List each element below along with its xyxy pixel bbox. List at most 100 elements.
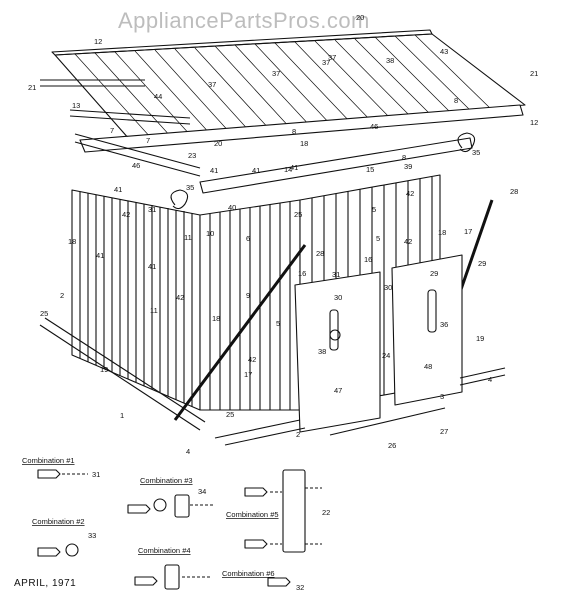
callout-41: 41 [96, 251, 104, 260]
callout-7: 7 [146, 136, 150, 145]
door-right [391, 254, 463, 406]
callout-18: 18 [212, 314, 220, 323]
callout-44: 44 [154, 92, 162, 101]
callout-41: 41 [114, 185, 122, 194]
callout-21: 21 [28, 83, 36, 92]
callout-16: 16 [298, 269, 306, 278]
callout-37: 37 [272, 69, 280, 78]
revision-date: APRIL, 1971 [14, 578, 77, 589]
callout-21: 21 [530, 69, 538, 78]
callout-31: 31 [332, 270, 340, 279]
callout-31: 31 [148, 205, 156, 214]
callout-8: 8 [454, 96, 458, 105]
combination-3-label: Combination #3 [140, 476, 193, 485]
combination-2-label: Combination #2 [32, 517, 85, 526]
callout-29: 29 [478, 259, 486, 268]
callout-41: 41 [252, 166, 260, 175]
callout-4: 4 [186, 447, 190, 456]
callout-37: 37 [328, 53, 336, 62]
callout-37: 37 [208, 80, 216, 89]
callout-26: 26 [388, 441, 396, 450]
combination-1-part: 31 [92, 470, 100, 479]
combination-4-label: Combination #4 [138, 546, 191, 555]
combination-2-part: 33 [88, 531, 96, 540]
callout-13: 13 [72, 101, 80, 110]
top-rails [40, 79, 201, 177]
callout-20: 20 [356, 13, 364, 22]
callout-41: 41 [290, 163, 298, 172]
callout-41: 41 [148, 262, 156, 271]
callout-28: 28 [316, 249, 324, 258]
callout-27: 27 [440, 427, 448, 436]
callout-35: 35 [472, 148, 480, 157]
callout-25: 25 [294, 210, 302, 219]
callout-19: 19 [100, 365, 108, 374]
callout-9: 9 [246, 291, 250, 300]
callout-42: 42 [404, 237, 412, 246]
callout-11: 11 [184, 233, 192, 242]
roof-beam-front [79, 104, 524, 153]
callout-47: 47 [334, 386, 342, 395]
callout-7: 7 [110, 126, 114, 135]
callout-38: 38 [386, 56, 394, 65]
callout-2: 2 [60, 291, 64, 300]
floor-tracks [39, 317, 506, 446]
callout-12: 12 [530, 118, 538, 127]
callout-17: 17 [464, 227, 472, 236]
watermark: AppliancePartsPros.com [118, 8, 370, 33]
left-wall [71, 189, 201, 411]
callout-28: 28 [510, 187, 518, 196]
roof-corrugation [74, 34, 493, 140]
callout-42: 42 [176, 293, 184, 302]
combination-6-label: Combination #6 [222, 569, 275, 578]
callout-14: 14 [284, 165, 292, 174]
combination-5-label: Combination #5 [226, 510, 279, 519]
callout-12: 12 [94, 37, 102, 46]
callout-24: 24 [382, 351, 390, 360]
callout-23: 23 [188, 151, 196, 160]
callout-40: 40 [228, 203, 236, 212]
callout-39: 39 [404, 162, 412, 171]
callout-46: 46 [132, 161, 140, 170]
combination-3-part: 34 [198, 487, 206, 496]
callout-46: 46 [370, 122, 378, 131]
callout-38: 38 [318, 347, 326, 356]
callout-18: 18 [438, 228, 446, 237]
callout-37: 37 [322, 58, 330, 67]
callout-20: 20 [214, 139, 222, 148]
combination-5-part: 22 [322, 508, 330, 517]
callout-15: 15 [366, 165, 374, 174]
hardware-combinations [37, 469, 322, 590]
callout-10: 10 [206, 229, 214, 238]
callout-30: 30 [334, 293, 342, 302]
callout-43: 43 [440, 47, 448, 56]
callout-8: 8 [292, 127, 296, 136]
callout-18: 18 [68, 237, 76, 246]
combination-labels: Combination #1 31 Combination #2 33 Comb… [22, 456, 330, 592]
callout-29: 29 [430, 269, 438, 278]
callout-8: 8 [402, 153, 406, 162]
callout-19: 19 [476, 334, 484, 343]
callout-30: 30 [384, 283, 392, 292]
combination-6-part: 32 [296, 583, 304, 592]
door-left [294, 271, 381, 433]
callout-6: 6 [246, 234, 250, 243]
front-header [199, 137, 473, 194]
callout-48: 48 [424, 362, 432, 371]
callout-18: 18 [300, 139, 308, 148]
callout-1: 1 [120, 411, 124, 420]
scroll-brackets [170, 132, 476, 210]
callout-5: 5 [276, 319, 280, 328]
callout-2: 2 [296, 430, 300, 439]
callout-42: 42 [122, 210, 130, 219]
callout-17: 17 [244, 370, 252, 379]
callout-5: 5 [372, 205, 376, 214]
callout-36: 36 [440, 320, 448, 329]
combination-1-label: Combination #1 [22, 456, 75, 465]
callout-16: 16 [364, 255, 372, 264]
callout-42: 42 [406, 189, 414, 198]
callout-25: 25 [40, 309, 48, 318]
callout-3: 3 [440, 392, 444, 401]
